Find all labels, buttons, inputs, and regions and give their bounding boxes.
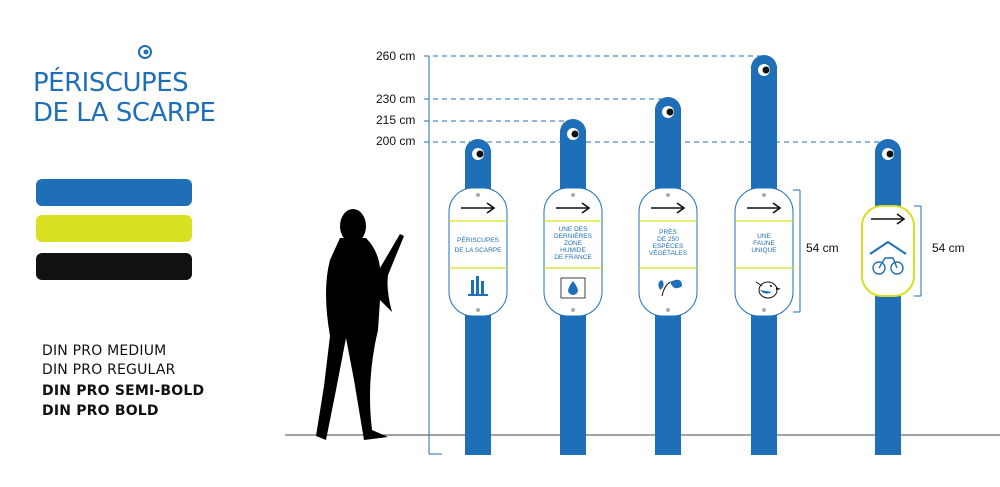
- panel-2-line-4: HUMIDE: [560, 247, 586, 254]
- panel-2-line-2: DERNIÈRES: [554, 231, 593, 240]
- post-3: PRÈS DE 250 ESPÈCES VÉGÉTALES: [638, 97, 698, 455]
- panel-2-line-5: DE FRANCE: [554, 254, 592, 261]
- height-label-215: 215 cm: [376, 113, 415, 127]
- leaf-icon: [658, 279, 682, 297]
- panel-1: [448, 187, 508, 317]
- panel-4: [734, 187, 794, 317]
- font-semibold: DIN PRO SEMI-BOLD: [42, 383, 205, 399]
- panel-3-line-4: VÉGÉTALES: [649, 248, 688, 257]
- bike-shelter-icon: [869, 240, 907, 275]
- post-1: PÉRISCUPES DE LA SCARPE: [448, 139, 508, 455]
- font-regular: DIN PRO REGULAR: [42, 362, 176, 378]
- panel-3-line-3: ESPÈCES: [653, 241, 684, 250]
- dimension-label-post-5: 54 cm: [932, 241, 965, 255]
- panel-2: [543, 187, 603, 317]
- panel-3-line-1: PRÈS: [659, 227, 677, 236]
- height-label-260: 260 cm: [376, 49, 415, 63]
- swatch-blue: [36, 179, 192, 206]
- reeds-icon: [468, 276, 488, 296]
- logo-line-2: DE LA SCARPE: [33, 98, 216, 128]
- swatch-yellow: [36, 215, 192, 242]
- panel-4-line-3: UNIQUE: [751, 247, 777, 254]
- swatch-black: [36, 253, 192, 280]
- post-5: 54 cm: [861, 139, 965, 455]
- panel-5: [861, 205, 915, 297]
- panel-1-line-2: DE LA SCARPE: [455, 247, 503, 254]
- panel-3-line-2: DE 250: [657, 236, 679, 243]
- panel-4-line-1: UNE: [757, 233, 771, 240]
- panel-3: [638, 187, 698, 317]
- height-label-200: 200 cm: [376, 134, 415, 148]
- logo-line-1: PÉRISCUPES: [33, 68, 189, 98]
- font-bold: DIN PRO BOLD: [42, 403, 159, 419]
- font-medium: DIN PRO MEDIUM: [42, 343, 167, 359]
- panel-2-line-3: ZONE: [564, 240, 583, 247]
- bird-icon: [755, 281, 781, 299]
- logo-eye-icon: [138, 45, 152, 59]
- post-2: UNE DES DERNIÈRES ZONE HUMIDE DE FRANCE: [543, 119, 603, 455]
- dimension-label-post-4: 54 cm: [806, 241, 839, 255]
- person-silhouette: [316, 209, 404, 440]
- post-4: UNE FAUNE UNIQUE 54 cm: [734, 55, 839, 455]
- panel-4-line-2: FAUNE: [753, 240, 775, 247]
- panel-2-line-1: UNE DES: [559, 226, 589, 233]
- panel-1-line-1: PÉRISCUPES: [457, 235, 500, 244]
- water-drop-icon: [560, 277, 586, 299]
- height-label-230: 230 cm: [376, 92, 415, 106]
